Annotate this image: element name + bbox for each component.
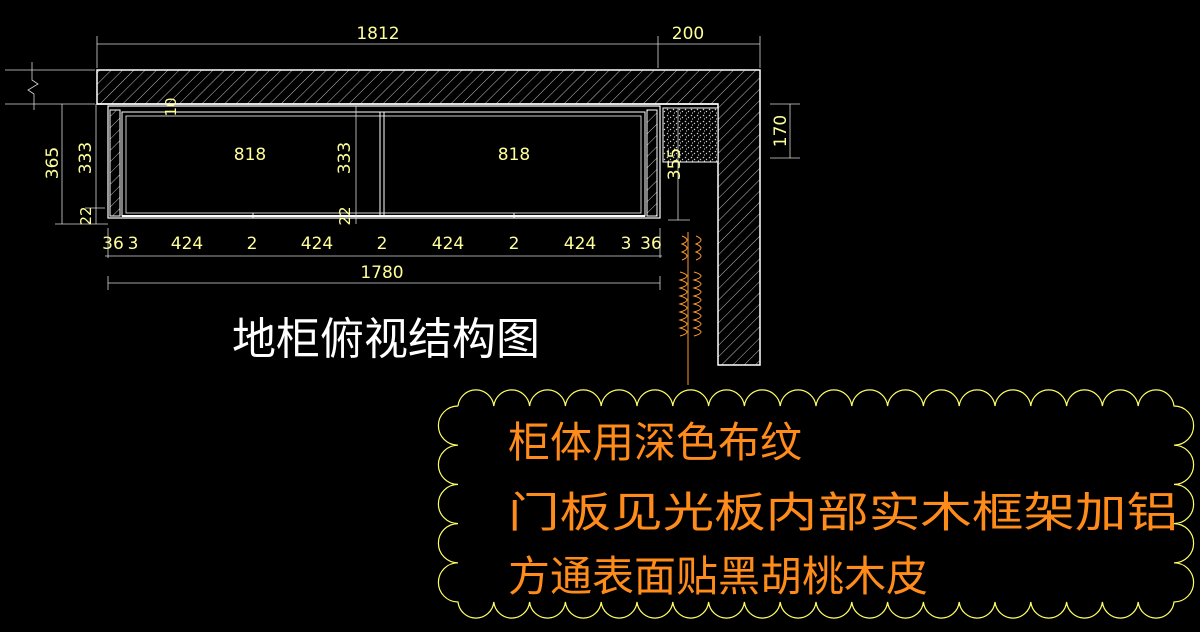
dim-right-inner: 355 [665,148,685,180]
dim-chain-11: 36 [640,234,662,254]
dim-center-upper: 333 [335,142,355,174]
dim-chain-8: 2 [509,234,520,254]
dim-chain-3: 424 [171,234,203,254]
dim-compartment-right: 818 [498,145,530,165]
drawing-title: 地柜俯视结构图 [232,314,540,365]
note-line-1: 柜体用深色布纹 [508,418,802,467]
spring-symbol [678,232,702,385]
dim-left-inner: 333 [76,142,96,174]
dim-chain-1: 36 [102,234,124,254]
dimension-lines [5,36,800,290]
dim-left-outer: 365 [43,147,63,179]
dim-top-side: 200 [672,24,704,44]
dimension-texts: 1812 200 818 818 10 365 333 22 333 22 35… [43,24,791,283]
dim-chain-5: 424 [301,234,333,254]
dim-chain-4: 2 [247,234,258,254]
dim-compartment-left: 818 [234,145,266,165]
wall-structure [96,69,761,366]
note-line-3: 方通表面贴黑胡桃木皮 [508,552,928,601]
dim-chain-2: 3 [128,234,139,254]
dim-bottom-total: 1780 [360,263,403,283]
dim-top-main: 1812 [356,24,399,44]
note-block: 柜体用深色布纹 门板见光板内部实木框架加铝 方通表面贴黑胡桃木皮 [508,418,1178,601]
dim-chain-10: 3 [621,234,632,254]
dim-chain-6: 2 [377,234,388,254]
dim-center-lower: 22 [336,206,354,225]
dim-left-bottom: 22 [77,206,95,225]
dim-right-outer: 170 [771,115,791,147]
note-line-2: 门板见光板内部实木框架加铝 [508,488,1178,537]
dim-chain-9: 424 [564,234,596,254]
dim-chain-7: 424 [432,234,464,254]
cabinet-body [107,105,661,219]
dim-top-gap: 10 [162,97,180,116]
revision-cloud [437,389,1195,619]
